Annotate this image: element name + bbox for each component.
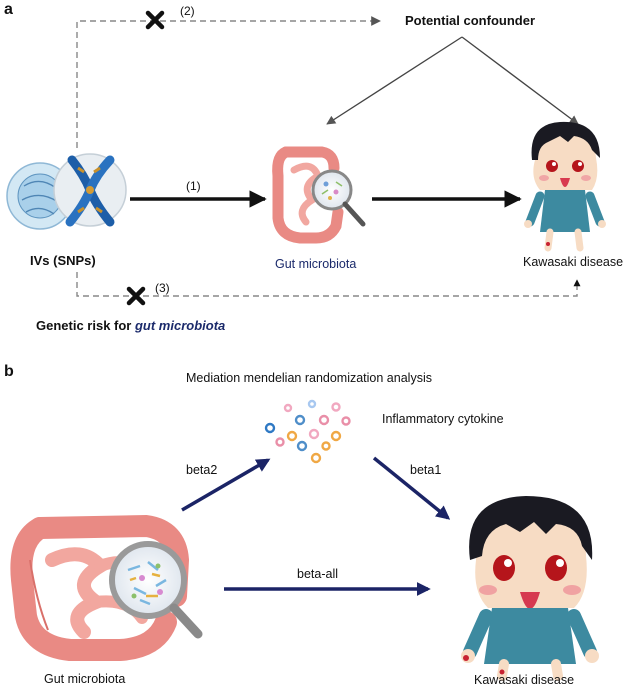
confounder-to-gut-arrow: [326, 36, 463, 125]
genetic-risk-prefix: Genetic risk for: [36, 318, 135, 333]
cross-icon-path-2: [145, 10, 165, 30]
path-1-label: (1): [186, 179, 201, 193]
kawasaki-child-icon-large: [461, 496, 599, 681]
confounder-label: Potential confounder: [405, 13, 535, 28]
beta2-arrow: [181, 458, 271, 512]
cytokine-icon: [264, 399, 351, 464]
kd-label-b: Kawasaki disease: [474, 673, 574, 685]
panel-b-label: b: [4, 363, 14, 380]
gut-icon-large: [10, 514, 203, 661]
beta1-arrow: [372, 456, 451, 520]
genetic-risk-gut: gut microbiota: [134, 318, 225, 333]
genetic-risk-label: Genetic risk for gut microbiota: [36, 318, 225, 333]
gut-label-a: Gut microbiota: [275, 257, 356, 271]
path-2-label: (2): [180, 4, 195, 18]
mediation-title: Mediation mendelian randomization analys…: [186, 371, 432, 385]
beta2-label: beta2: [186, 463, 217, 477]
path-2-dashed-arrow: [76, 16, 381, 148]
cross-icon-path-3: [126, 286, 146, 306]
cytokine-label: Inflammatory cytokine: [382, 412, 504, 426]
ivs-label: IVs (SNPs): [30, 253, 96, 268]
path-3-dashed-arrow: [76, 272, 581, 297]
panel-a-label: a: [4, 1, 13, 18]
path-3-label: (3): [155, 281, 170, 295]
confounder-to-kd-arrow: [461, 36, 579, 125]
kawasaki-child-icon-small: [524, 121, 606, 252]
beta1-label: beta1: [410, 463, 441, 477]
kd-label-a: Kawasaki disease: [523, 255, 623, 269]
beta-all-label: beta-all: [297, 567, 338, 581]
chromosome-icon: [6, 153, 127, 230]
gut-icon-small: [272, 146, 366, 244]
gut-label-b: Gut microbiota: [44, 672, 125, 685]
